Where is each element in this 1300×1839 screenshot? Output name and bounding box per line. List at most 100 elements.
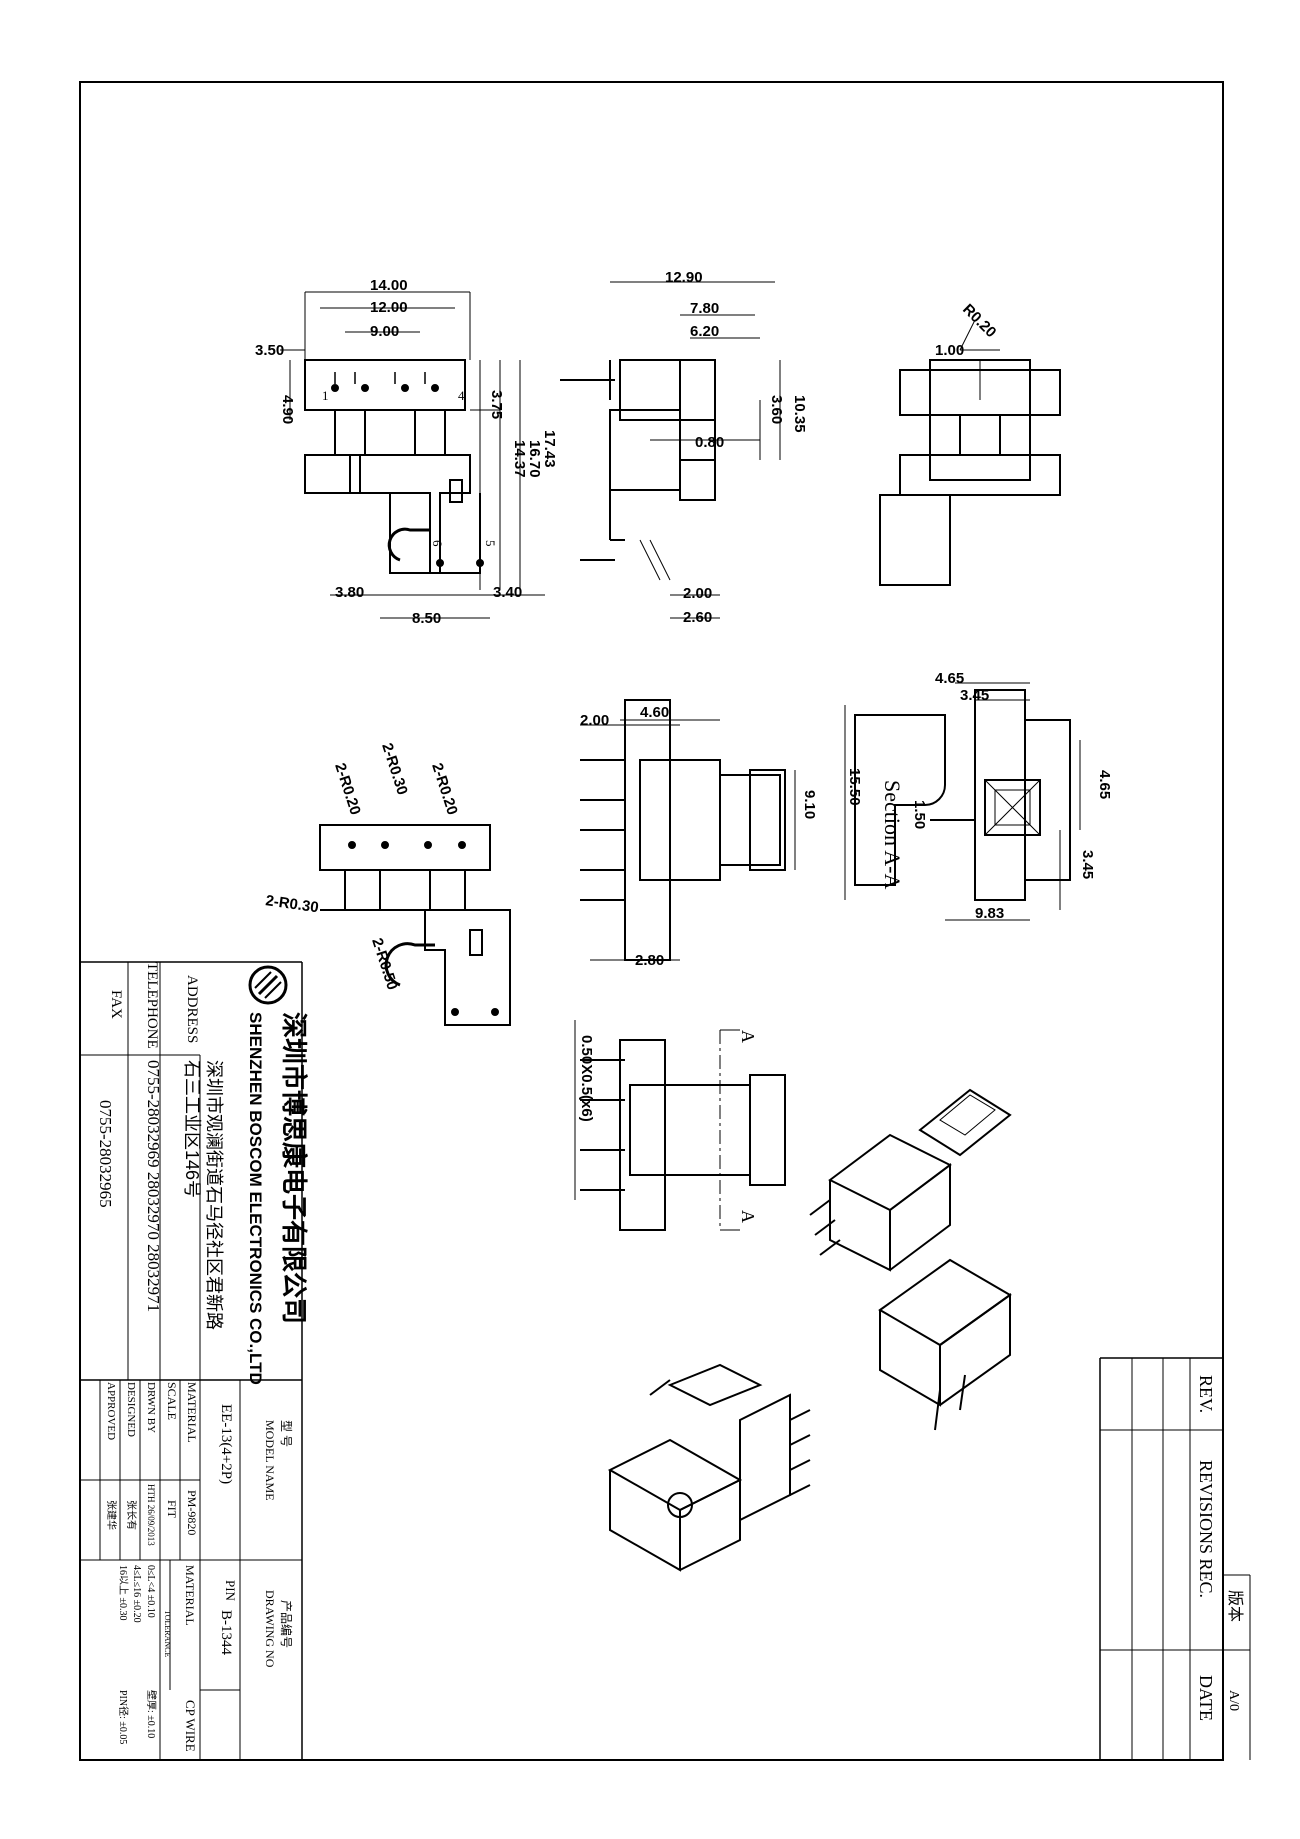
title-block: 深圳市博思康电子有限公司 SHENZHEN BOSCOM ELECTRONICS… — [80, 961, 309, 1760]
dim-d3: 9.00 — [370, 323, 399, 340]
material-label: MATERIAL — [185, 1382, 199, 1443]
dim-d13: 12.90 — [665, 269, 703, 286]
dim-d2: 12.00 — [370, 299, 408, 316]
model-label: MODEL NAME — [263, 1420, 277, 1501]
pin-material-label: MATERIAL — [183, 1565, 197, 1626]
dim-d23: 2.00 — [580, 712, 609, 729]
dim-d29: 15.50 — [846, 768, 863, 806]
dim-r3: 2-R0.20 — [428, 761, 461, 817]
approved-label: APPROVED — [105, 1382, 117, 1440]
dim-d31: 4.65 — [1096, 770, 1113, 799]
address-label: ADDRESS — [184, 975, 200, 1043]
dim-d17: 3.60 — [768, 395, 785, 424]
cut-label-bottom: A — [738, 1210, 758, 1223]
pin-label-6: 6 — [430, 540, 445, 547]
drwn-value: HTH 26/09/2013 — [146, 1484, 156, 1546]
side-view-dimensions: 12.90 7.80 6.20 10.35 3.60 0.80 2.00 2.6… — [665, 269, 808, 626]
rev-label: REV. — [1196, 1375, 1216, 1413]
tolerance-label: TOLERANCE — [163, 1610, 172, 1658]
fax-value: 0755-28032965 — [96, 1100, 115, 1208]
material-value: PM-9820 — [185, 1490, 199, 1535]
tolerance-1: 0≤L<4 ±0.10 — [145, 1565, 156, 1618]
section-view — [844, 682, 1081, 921]
pin-label: PIN — [223, 1580, 238, 1602]
dim-d27: 4.65 — [935, 670, 964, 687]
drawing-no-label-cn: 产品编号 — [279, 1600, 294, 1648]
pin-label-5: 5 — [483, 540, 498, 547]
version-value: A/0 — [1226, 1690, 1241, 1711]
dim-d4: 3.50 — [255, 342, 284, 359]
section-view-dimensions: 4.65 3.45 15.50 1.50 4.65 3.45 9.83 Sect… — [846, 670, 1113, 922]
dim-d20: 2.60 — [683, 609, 712, 626]
revisions-label: REVISIONS REC. — [1196, 1460, 1216, 1598]
isometric-view-1 — [809, 1088, 1012, 1431]
end-view — [879, 319, 1061, 586]
designed-value: 张长有 — [125, 1500, 138, 1530]
address-line2: 石三工业区146号 — [182, 1060, 202, 1198]
dim-d7: 17.43 — [541, 430, 558, 468]
dim-d34: 0.50X0.5(x6) — [578, 1035, 595, 1122]
dim-d25: 9.10 — [801, 790, 818, 819]
company-logo — [248, 965, 288, 1005]
designed-label: DESIGNED — [125, 1382, 137, 1437]
telephone-label: TELEPHONE — [144, 962, 160, 1049]
approved-value: 张建华 — [105, 1500, 118, 1530]
dim-d8: 16.70 — [526, 440, 543, 478]
date-label: DATE — [1196, 1675, 1216, 1721]
scale-value: FIT — [165, 1500, 179, 1519]
dim-d12: 8.50 — [412, 610, 441, 627]
company-name-cn: 深圳市博思康电子有限公司 — [279, 1012, 309, 1324]
fax-label: FAX — [108, 990, 124, 1019]
dim-d14: 7.80 — [690, 300, 719, 317]
drawing-no-label: DRAWING NO — [263, 1590, 277, 1668]
front-view — [580, 699, 796, 961]
dim-d9: 14.37 — [511, 440, 528, 478]
front-view-dimensions: 2.00 4.60 9.10 2.80 — [580, 704, 818, 969]
telephone-value: 0755-28032969 28032970 28032971 — [144, 1060, 163, 1312]
dim-d5: 4.90 — [279, 395, 296, 424]
side-view — [560, 281, 781, 619]
sheet-border — [79, 81, 1224, 1761]
dim-d11: 3.40 — [493, 584, 522, 601]
company-name-en: SHENZHEN BOSCOM ELECTRONICS CO.,LTD — [246, 1012, 265, 1385]
version-label: 版本 — [1226, 1590, 1244, 1622]
revision-block: REV. REVISIONS REC. DATE 版本 A/0 — [1099, 1357, 1251, 1760]
dim-d6: 3.75 — [488, 390, 505, 419]
dim-d22: 1.00 — [935, 342, 964, 359]
cut-label-top: A — [738, 1030, 758, 1043]
dim-r2: 2-R0.30 — [378, 741, 411, 797]
dim-d32: 3.45 — [1079, 850, 1096, 879]
tolerance-4: 壁厚: ±0.10 — [145, 1690, 158, 1738]
dim-d1: 14.00 — [370, 277, 408, 294]
tolerance-2: 4≤L≤16 ±0.20 — [131, 1565, 142, 1623]
scale-label: SCALE — [165, 1382, 179, 1420]
cut-view — [574, 1020, 786, 1231]
dim-r1: 2-R0.20 — [331, 761, 364, 817]
drawing-no-value: B-1344 — [218, 1610, 234, 1656]
address-line1: 深圳市观澜街道石马径社区君新路 — [204, 1060, 224, 1330]
tolerance-3: 16以上 ±0.30 — [117, 1565, 129, 1621]
dim-d15: 6.20 — [690, 323, 719, 340]
dim-d30: 1.50 — [911, 800, 928, 829]
dim-r4: 2-R0.30 — [264, 892, 319, 916]
top-view-dimensions: 14.00 12.00 9.00 3.50 4.90 3.75 17.43 16… — [255, 277, 558, 627]
dim-d21: R0.20 — [959, 301, 999, 341]
pin-label-4: 4 — [458, 388, 465, 403]
dim-d19: 2.00 — [683, 585, 712, 602]
model-value: EE-13(4+2P) — [218, 1404, 234, 1484]
bottom-view — [319, 824, 511, 1026]
dim-d33: 9.83 — [975, 905, 1004, 922]
dim-d10: 3.80 — [335, 584, 364, 601]
isometric-view-2 — [607, 1363, 811, 1572]
dim-r5: 2-R0.50 — [368, 936, 401, 992]
section-title: Section A-A — [880, 780, 905, 889]
drwn-label: DRWN BY — [145, 1382, 157, 1433]
dim-d18: 0.80 — [695, 434, 724, 451]
pin-label-1: 1 — [322, 388, 329, 403]
top-view — [280, 291, 545, 619]
dim-d28: 3.45 — [960, 687, 989, 704]
pin-material-value: CP WIRE — [183, 1700, 198, 1752]
tolerance-5: PIN径: ±0.05 — [117, 1690, 130, 1744]
dim-d26: 2.80 — [635, 952, 664, 969]
